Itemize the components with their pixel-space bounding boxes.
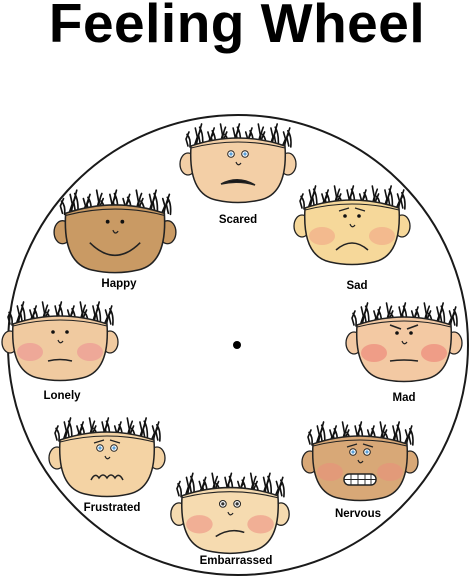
hair — [54, 417, 161, 442]
face-happy — [53, 189, 177, 274]
mouth — [215, 529, 245, 538]
emotion-label-happy: Happy — [101, 278, 137, 290]
eye — [105, 219, 110, 224]
head — [181, 486, 279, 555]
cheek — [369, 227, 395, 245]
eye — [357, 214, 361, 218]
cheek — [309, 227, 335, 245]
cheek — [377, 463, 403, 481]
nose — [401, 340, 408, 345]
face-frustrated — [48, 417, 166, 498]
face-nervous — [301, 421, 419, 502]
cheek — [17, 343, 43, 361]
emotion-label-sad: Sad — [346, 280, 367, 292]
eye — [120, 219, 125, 224]
mouth — [220, 179, 256, 186]
head — [355, 316, 453, 383]
emotion-label-embarrassed: Embarrassed — [200, 555, 273, 567]
mouth — [335, 242, 369, 251]
cheek — [421, 344, 447, 362]
cheek — [361, 344, 387, 362]
wheel-center-dot — [233, 341, 241, 349]
head — [58, 431, 156, 498]
mouth — [389, 359, 419, 362]
emotion-label-lonely: Lonely — [43, 390, 81, 402]
cheek — [186, 515, 213, 534]
mouth — [90, 474, 124, 481]
nose — [349, 223, 356, 228]
mouth — [47, 358, 73, 362]
emotion-label-frustrated: Frustrated — [84, 502, 141, 514]
emotion-label-nervous: Nervous — [335, 508, 381, 520]
eye — [395, 331, 399, 335]
head — [303, 199, 401, 266]
face-sad — [293, 185, 411, 266]
eye — [343, 214, 347, 218]
nose — [227, 511, 234, 516]
emotion-label-mad: Mad — [393, 392, 416, 404]
nose — [357, 459, 364, 464]
eye — [51, 330, 55, 334]
nose — [112, 229, 119, 234]
nose — [104, 455, 111, 460]
cheek — [317, 463, 343, 481]
cheek — [77, 343, 103, 361]
head — [11, 315, 109, 382]
nose — [235, 161, 242, 166]
emotion-label-scared: Scared — [219, 214, 257, 226]
page-title: Feeling Wheel — [48, 0, 426, 54]
head — [64, 204, 166, 274]
nose — [57, 339, 64, 344]
face-lonely — [1, 301, 119, 382]
head — [311, 435, 409, 502]
face-embarrassed — [170, 472, 290, 555]
face-mad — [345, 302, 463, 383]
eye — [65, 330, 69, 334]
face-scared — [179, 123, 297, 204]
head — [189, 137, 287, 204]
cheek — [247, 515, 274, 534]
mouth — [89, 242, 141, 256]
eye — [409, 331, 413, 335]
